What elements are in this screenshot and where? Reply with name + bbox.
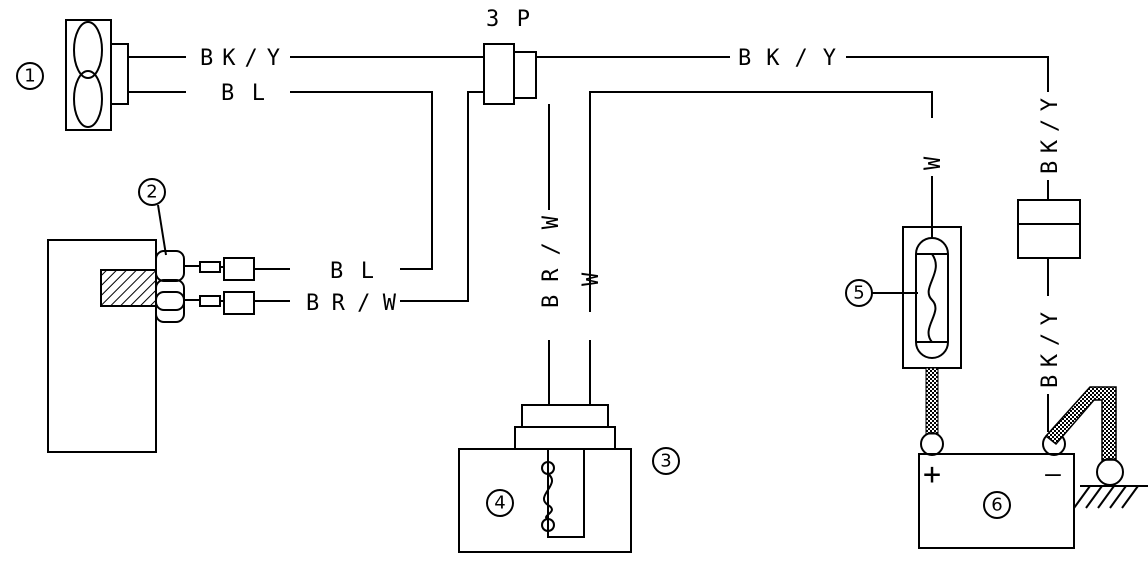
switch-body	[47, 239, 290, 453]
braided-lead-plus	[925, 367, 939, 435]
wire-relay-leads	[548, 340, 591, 405]
label-bky-top: BK/Y	[738, 46, 836, 71]
ground-symbol	[1073, 458, 1148, 509]
battery-plus: +	[923, 457, 941, 492]
callout-2-leader	[157, 204, 167, 256]
connector-3p	[483, 43, 537, 105]
label-bl-switch: BL	[330, 259, 374, 284]
fan-motor	[65, 19, 129, 131]
callout-2: 2	[138, 178, 166, 206]
label-brw-vert: BR/W	[539, 215, 564, 308]
callout-3: 3	[652, 447, 680, 475]
callout-4: 4	[486, 489, 514, 517]
wire-brw-vert	[400, 91, 550, 302]
fuse	[902, 226, 962, 369]
svg-text:3: 3	[660, 451, 671, 472]
battery	[918, 432, 1075, 549]
svg-text:2: 2	[146, 182, 157, 203]
callout-6: 6	[983, 491, 1011, 519]
svg-text:6: 6	[991, 495, 1002, 516]
ground-strap	[1044, 386, 1117, 461]
inline-connector	[1017, 199, 1081, 259]
relay	[458, 404, 632, 553]
wire-bl-fan	[128, 91, 433, 270]
label-bky-fan: BK/Y	[200, 46, 280, 71]
svg-text:4: 4	[494, 493, 505, 514]
wire-w-top	[589, 91, 933, 312]
label-bky-vert-lower: BK/Y	[1038, 312, 1063, 388]
label-brw-switch: BR/W	[306, 291, 397, 316]
svg-text:1: 1	[24, 66, 35, 87]
battery-minus: —	[1045, 459, 1061, 489]
wire-bky-top	[536, 56, 1049, 432]
label-3p: 3P	[486, 7, 530, 32]
label-bky-vert-upper: BK/Y	[1038, 98, 1063, 174]
callout-1: 1	[16, 62, 44, 90]
label-w-fuse: W	[921, 156, 946, 170]
label-bl-fan: BL	[221, 81, 265, 106]
label-w-vert: W	[579, 272, 604, 286]
callout-5: 5	[845, 279, 873, 307]
svg-text:5: 5	[853, 283, 864, 304]
